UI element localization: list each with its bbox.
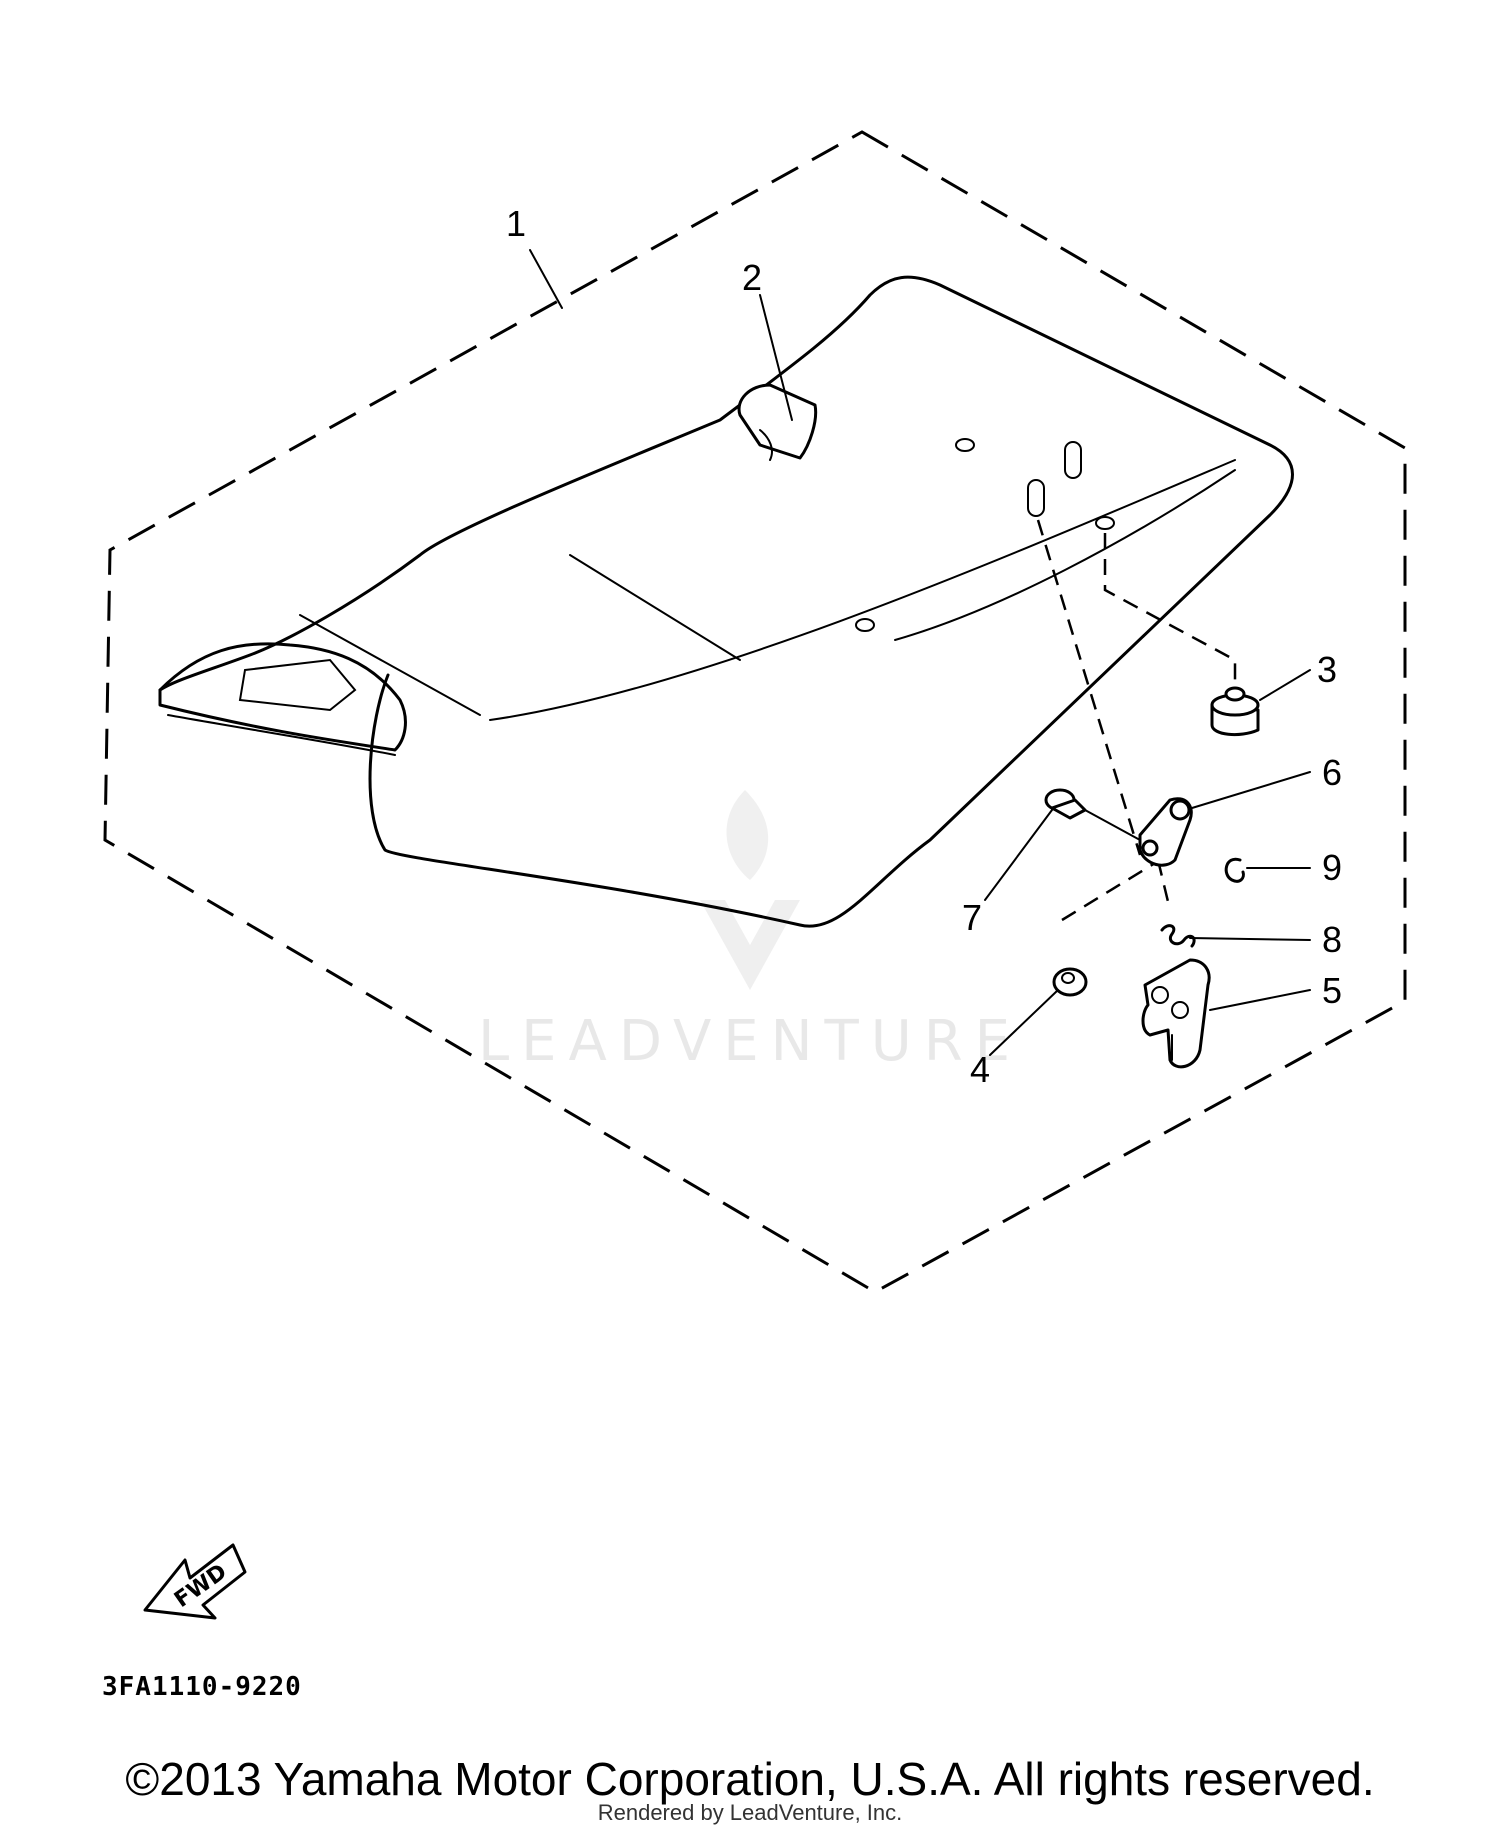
callout-4: 4 — [970, 1049, 990, 1090]
copyright-notice: ©2013 Yamaha Motor Corporation, U.S.A. A… — [125, 1753, 1375, 1805]
callout-9: 9 — [1322, 847, 1342, 888]
assembly-boundary — [103, 130, 1407, 1294]
callout-3: 3 — [1317, 649, 1337, 690]
part-3-damper — [1210, 686, 1260, 737]
part-9-clip — [1224, 857, 1245, 883]
callout-leaders — [529, 249, 1311, 1056]
watermark: LEADVENTURE — [478, 790, 1022, 1074]
callout-2: 2 — [742, 257, 762, 298]
callout-8: 8 — [1322, 919, 1342, 960]
parts-group — [1044, 686, 1260, 1069]
callout-6: 6 — [1322, 752, 1342, 793]
part-8-spring — [1160, 924, 1196, 948]
part-6-bracket — [1138, 797, 1193, 867]
part-7-bolt — [1044, 788, 1141, 841]
assembly-lines — [1036, 519, 1237, 922]
part-4-washer — [1052, 967, 1088, 997]
watermark-text: LEADVENTURE — [478, 1009, 1022, 1074]
rendered-by-notice: Rendered by LeadVenture, Inc. — [597, 1800, 903, 1825]
part-5-latch — [1141, 958, 1211, 1069]
diagram-code: 3FA1110-9220 — [102, 1672, 302, 1702]
callout-1: 1 — [506, 203, 526, 244]
fwd-arrow-icon: FWD — [143, 1543, 247, 1620]
callout-5: 5 — [1322, 970, 1342, 1011]
callout-7: 7 — [962, 897, 982, 938]
callout-numbers: 1 2 3 6 9 7 8 5 4 — [506, 203, 1342, 1090]
seat-illustration — [158, 275, 1294, 928]
